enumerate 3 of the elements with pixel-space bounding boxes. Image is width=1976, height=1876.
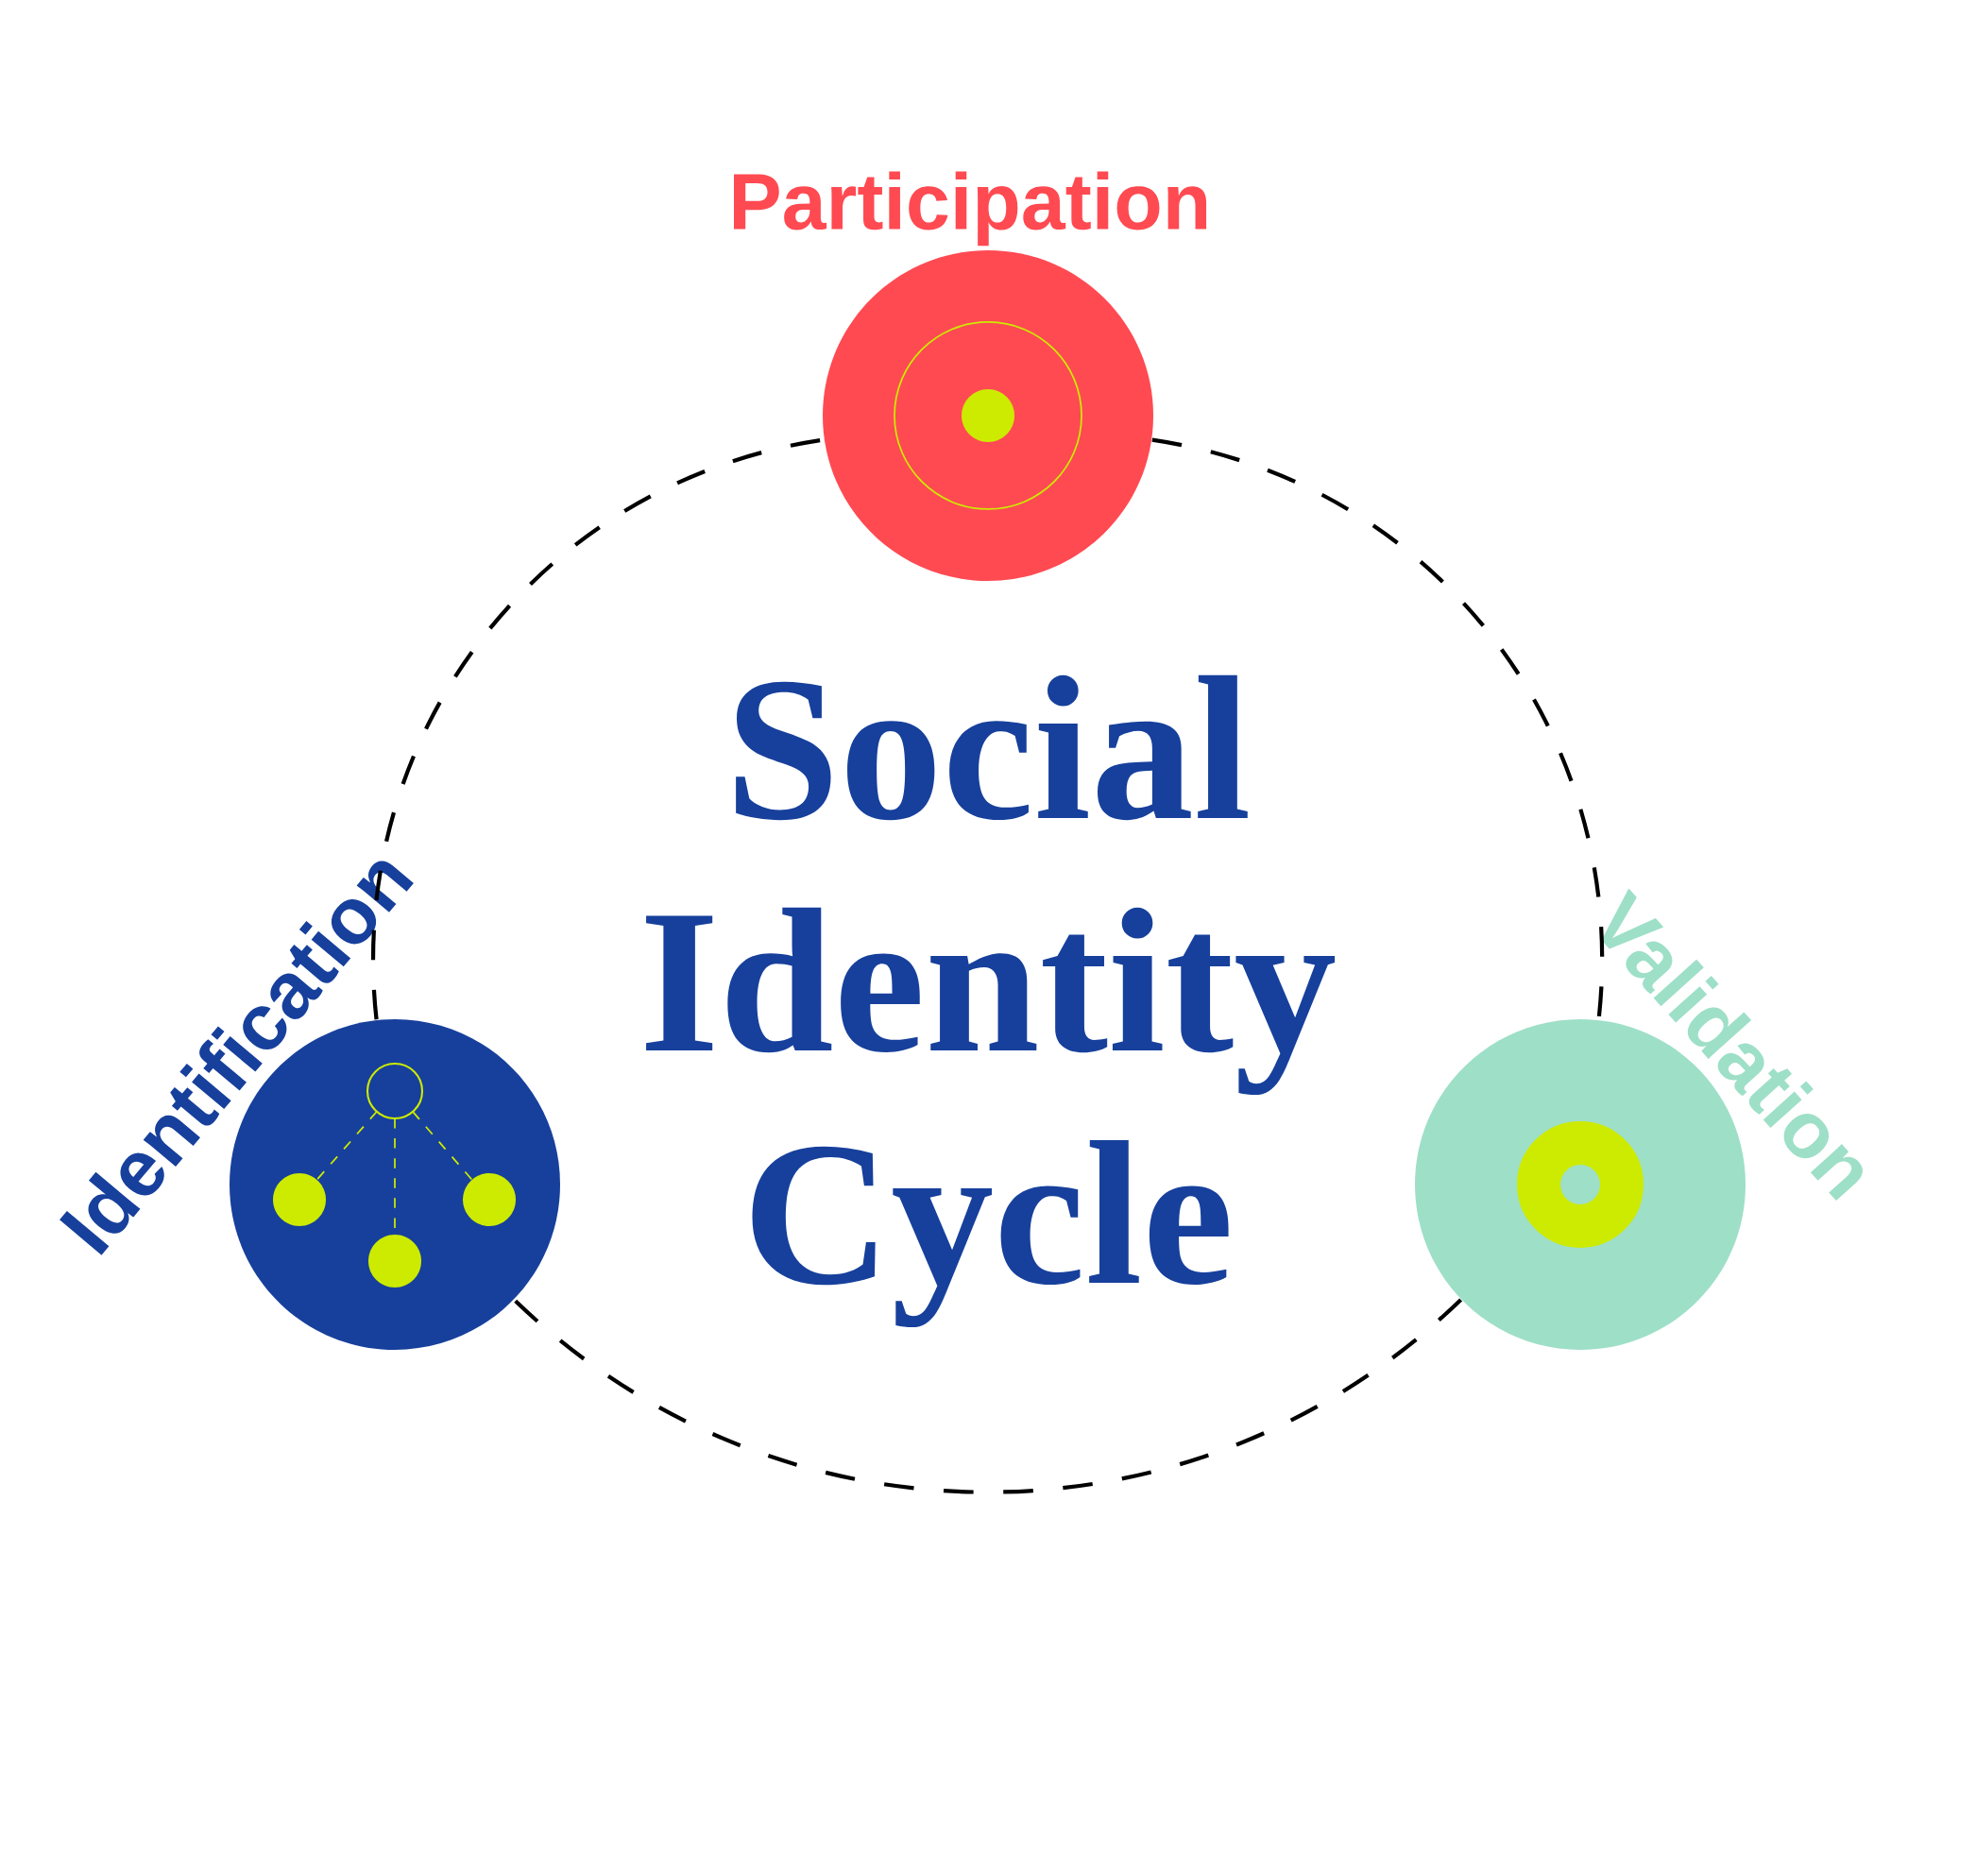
title: Social Identity Cycle [646, 674, 1336, 1328]
dashed-arc [513, 1298, 1462, 1494]
node-label: Participation [734, 171, 1207, 247]
